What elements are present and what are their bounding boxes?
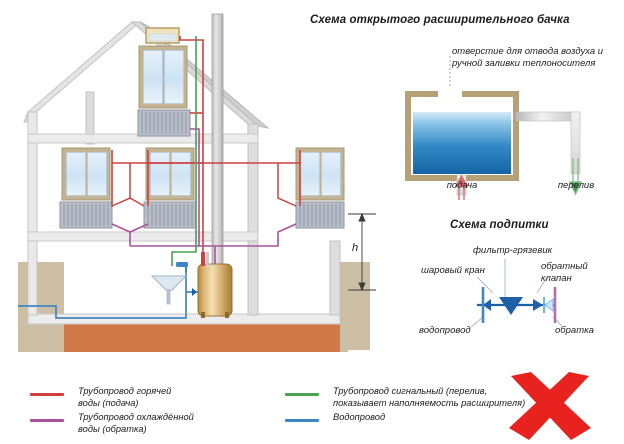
legend-text-3-line1: Водопровод: [333, 412, 386, 422]
tank-label-overflow: перелив: [557, 180, 595, 191]
legend-swatch-1: [30, 419, 64, 422]
sink-fixture: [150, 262, 188, 305]
dirt-filter-icon: [499, 297, 523, 315]
window-floor1-left: [61, 147, 111, 201]
legend-text-0-line1: Трубопровод горячей: [78, 386, 172, 396]
legend-text-0-line2: воды (подача): [78, 398, 139, 408]
legend-swatch-0: [30, 393, 64, 396]
dimension-h: [348, 212, 376, 292]
tank-scheme-svg: [405, 56, 583, 200]
supply-arrow-icon: [454, 174, 469, 200]
makeup-label-return: обратка: [555, 325, 594, 336]
boiler: [197, 263, 233, 318]
radiator-floor1-right: [295, 201, 345, 229]
radiator-attic: [137, 109, 191, 137]
tank-scheme: Схема открытого расширительного бачка от…: [300, 8, 624, 203]
makeup-label-ball-valve: шаровый кран: [421, 265, 485, 276]
window-floor1-mid: [145, 147, 195, 201]
makeup-leaders: [470, 259, 564, 328]
tank-scheme-title: Схема открытого расширительного бачка: [310, 14, 570, 26]
pipe-hot-supply-branches: [111, 163, 297, 207]
radiator-floor1-left: [59, 201, 113, 229]
check-valve-icon: [533, 297, 554, 313]
radiator-floor1-mid: [143, 201, 197, 229]
ball-valve-icon: [481, 287, 491, 323]
tank-label-supply: подача: [446, 180, 478, 191]
tank-scheme-callout: отверстие для отвода воздуха и ручной за…: [452, 46, 604, 69]
expansion-tank-attic: [145, 27, 180, 44]
roof-left: [26, 21, 142, 113]
wall-right-lower: [247, 240, 259, 316]
makeup-scheme-svg: [470, 259, 564, 328]
makeup-scheme-title: Схема подпитки: [450, 219, 549, 231]
legend-text-2-line2: показывает наполняемость расширителя): [333, 398, 526, 408]
boiler-risers: [201, 252, 209, 266]
wall-right-outer: [329, 240, 341, 316]
legend-text-1-line1: Трубопровод охлаждённой: [78, 412, 194, 422]
overflow-arrow-icon: [568, 158, 583, 196]
foundation-slab: [64, 322, 340, 352]
legend-swatch-2: [285, 393, 319, 396]
house-cross-section: h: [18, 13, 376, 352]
expansion-tank: [405, 88, 519, 181]
makeup-label-filter: фильтр-грязевик: [473, 245, 553, 256]
house-svg: [18, 13, 376, 352]
makeup-label-water-main: водопровод: [419, 325, 471, 336]
wall-left-lower: [27, 240, 38, 316]
soil-right: [340, 262, 370, 350]
legend-text-2-line1: Трубопровод сигнальный (перелив,: [333, 386, 488, 396]
makeup-scheme: Схема подпитки фильтр-грязевик шаровый к…: [415, 215, 624, 345]
pipe-signal: [171, 36, 197, 266]
window-attic: [138, 45, 188, 109]
makeup-label-check-valve: обратный клапан: [541, 261, 588, 284]
floor-ground: [27, 313, 341, 325]
attic-tie: [85, 91, 95, 145]
legend-swatch-3: [285, 419, 319, 422]
legend-text-1-line2: воды (обратка): [78, 424, 147, 434]
floor-first: [27, 231, 259, 242]
legend: Трубопровод горячей воды (подача) Трубоп…: [0, 378, 624, 444]
dimension-h-label: h: [352, 242, 359, 254]
window-floor1-right: [295, 147, 345, 201]
chimney: [211, 13, 224, 285]
overflow-pipe: [515, 111, 581, 175]
